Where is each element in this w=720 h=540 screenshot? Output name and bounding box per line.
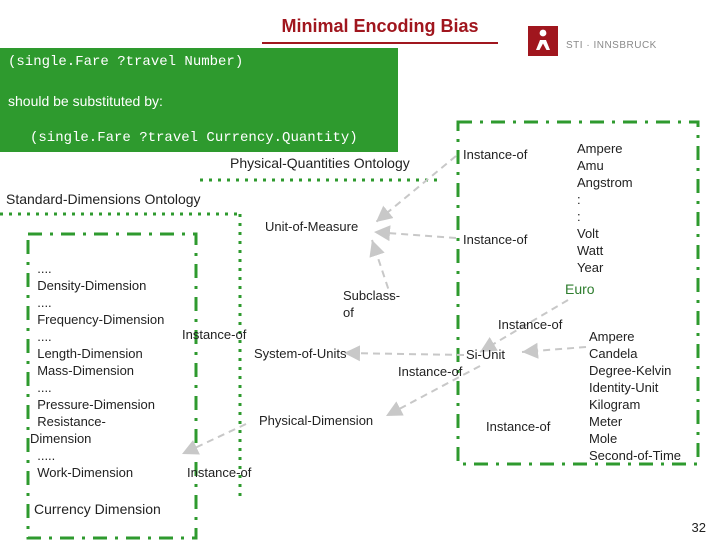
instance-of-label: Instance-of — [498, 317, 563, 332]
dimension-item: .... — [30, 380, 52, 395]
currency-dimension-label: Currency Dimension — [34, 501, 161, 517]
si-units-instance-arrow — [521, 342, 587, 359]
euro-instance-arrow — [479, 299, 569, 353]
dimension-item: Resistance- — [30, 414, 106, 429]
dimension-item: .... — [30, 295, 52, 310]
system-of-units-node: System-of-Units — [254, 346, 347, 361]
unit-of-measure-node: Unit-of-Measure — [265, 219, 359, 234]
title-underline — [262, 42, 498, 44]
unit-item: Watt — [577, 243, 604, 258]
currency-dimension-frame — [26, 232, 198, 540]
euro-node: Euro — [565, 281, 595, 297]
instance-of-label: Instance-of — [463, 232, 528, 247]
code-line-note: should be substituted by: — [8, 93, 163, 109]
physical-dimension-node: Physical-Dimension — [259, 413, 374, 428]
unit-item: Volt — [577, 226, 599, 241]
instance-of-label: Instance-of — [398, 364, 463, 379]
dimension-item: Dimension — [30, 431, 92, 446]
dimension-item: .... — [30, 261, 52, 276]
dimension-item: ..... — [30, 448, 56, 463]
subclass-arrow — [369, 239, 393, 301]
si-unit-item: Ampere — [589, 329, 635, 344]
logo-text: STI · INNSBRUCK — [566, 40, 657, 51]
instance-of-label: Instance-of — [187, 465, 252, 480]
si-unit-instance-arrow — [343, 345, 465, 362]
code-line-substitute: (single.Fare ?travel Currency.Quantity) — [30, 130, 358, 146]
dimension-item: Frequency-Dimension — [30, 312, 165, 327]
unit-item: Amu — [577, 158, 604, 173]
work-dimension-arrow — [181, 423, 247, 455]
unit-item: Year — [577, 260, 604, 275]
physical-quantities-label: Physical-Quantities Ontology — [230, 155, 410, 171]
si-unit-item: Kilogram — [589, 397, 641, 412]
si-unit-item: Meter — [589, 414, 623, 429]
sti-logo-icon — [528, 26, 558, 56]
dimension-list: .... Density-Dimension .... Frequency-Di… — [30, 260, 164, 481]
dimension-item: Work-Dimension — [30, 465, 134, 480]
si-unit-item: Degree-Kelvin — [589, 363, 672, 378]
unit-item: Angstrom — [577, 175, 633, 190]
units-frame — [456, 120, 700, 466]
dimension-item: Pressure-Dimension — [30, 397, 155, 412]
unit-item: : — [577, 209, 581, 224]
dimension-item: Length-Dimension — [30, 346, 143, 361]
si-unit-item: Mole — [589, 431, 618, 446]
subclass-of-label: Subclass- of — [343, 288, 401, 320]
physical-dimension-arrow — [385, 365, 481, 417]
page-number: 32 — [691, 520, 706, 535]
slide-title: Minimal Encoding Bias — [281, 16, 479, 36]
sti-logo-figure-icon — [536, 29, 550, 50]
instance-of-label: Instance-of — [486, 419, 551, 434]
si-unit-item: Second-of-Time — [589, 448, 681, 463]
instance-of-label: Instance-of — [463, 147, 528, 162]
code-box — [0, 48, 398, 152]
unit-item: Ampere — [577, 141, 623, 156]
dimension-item: .... — [30, 329, 52, 344]
instance-of-label: Instance-of — [182, 327, 247, 342]
si-unit-item: Candela — [589, 346, 638, 361]
standard-dimensions-label: Standard-Dimensions Ontology — [6, 191, 201, 207]
si-unit-node: Si-Unit — [466, 347, 506, 362]
si-unit-item: Identity-Unit — [589, 380, 659, 395]
dimension-item: Mass-Dimension — [30, 363, 135, 378]
dimension-item: Density-Dimension — [30, 278, 147, 293]
instance-arrow-2 — [373, 225, 457, 242]
instance-arrow-1 — [375, 155, 457, 223]
unit-item: : — [577, 192, 581, 207]
code-line-original: (single.Fare ?travel Number) — [8, 54, 244, 70]
